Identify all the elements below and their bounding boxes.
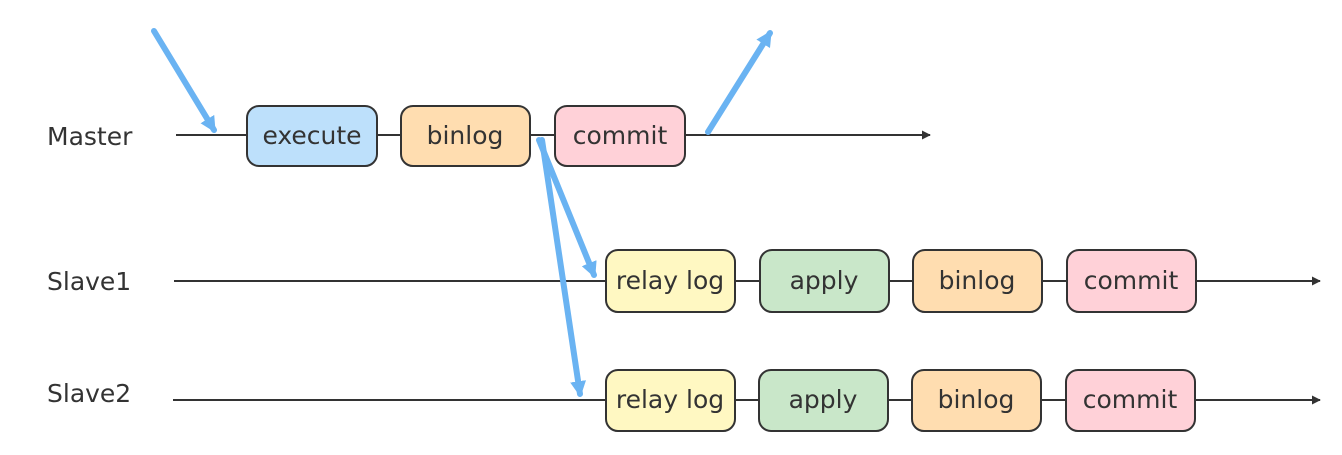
slave1-step-commit-label: commit xyxy=(1084,266,1179,295)
slave1-step-binlog: binlog xyxy=(912,249,1043,313)
master-step-commit-label: commit xyxy=(573,121,668,150)
row-label-slave1: Slave1 xyxy=(47,267,131,296)
master-step-binlog-label: binlog xyxy=(427,121,504,150)
slave1-step-commit: commit xyxy=(1066,249,1197,313)
slave1-step-relay-log: relay log xyxy=(605,249,736,313)
slave2-step-binlog: binlog xyxy=(911,369,1042,432)
slave1-step-apply: apply xyxy=(759,249,890,313)
commit-return-arrow xyxy=(705,30,773,135)
slave2-row: Slave2 relay log apply binlog commit xyxy=(47,369,1321,432)
row-label-slave2: Slave2 xyxy=(47,379,131,408)
row-label-master: Master xyxy=(47,122,133,151)
slave2-step-binlog-label: binlog xyxy=(938,385,1015,414)
master-step-execute-label: execute xyxy=(262,121,361,150)
incoming-request-arrow xyxy=(151,28,217,133)
binlog-to-slave2-arrow xyxy=(539,137,587,398)
flow-arrows xyxy=(151,28,773,398)
slave1-step-binlog-label: binlog xyxy=(939,266,1016,295)
master-step-execute: execute xyxy=(246,105,378,167)
master-step-binlog: binlog xyxy=(400,105,531,167)
slave1-row: Slave1 relay log apply binlog commit xyxy=(47,249,1321,313)
master-step-commit: commit xyxy=(554,105,686,167)
slave2-step-apply-label: apply xyxy=(789,385,858,414)
slave2-step-commit-label: commit xyxy=(1083,385,1178,414)
slave1-step-relay-log-label: relay log xyxy=(616,266,724,295)
slave2-step-relay-log-label: relay log xyxy=(616,385,724,414)
slave1-step-apply-label: apply xyxy=(790,266,859,295)
slave2-step-apply: apply xyxy=(758,369,889,432)
master-row: Master execute binlog commit xyxy=(47,105,931,167)
slave2-step-relay-log: relay log xyxy=(605,369,736,432)
slave2-step-commit: commit xyxy=(1065,369,1196,432)
